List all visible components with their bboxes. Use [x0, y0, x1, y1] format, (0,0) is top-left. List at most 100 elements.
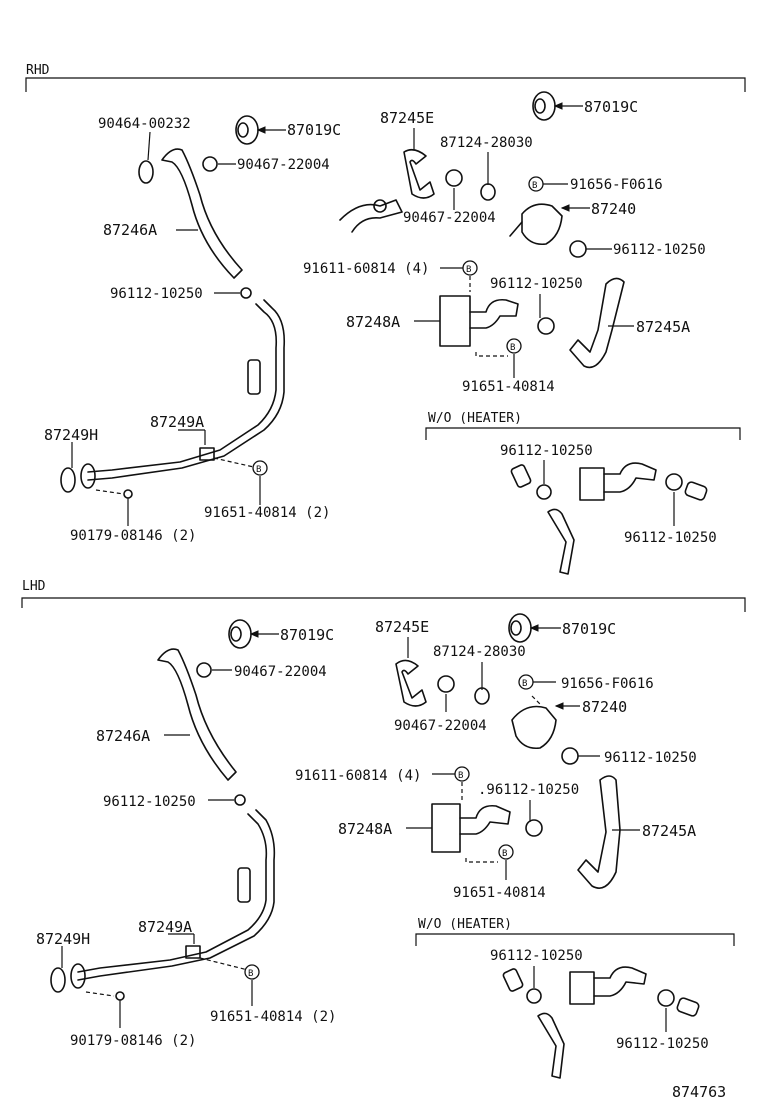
bolt-symbol: B	[502, 849, 507, 859]
lhd-label-87245e: 87245E	[375, 618, 429, 636]
rhd-wo-heater-label: W/O (HEATER)	[428, 411, 522, 426]
rhd-cap-woh-icon	[510, 464, 532, 488]
lhd-flange-woh-icon	[569, 971, 595, 1005]
lhd-wo-heater-bracket	[415, 933, 735, 946]
lhd-hose-87246a-icon	[157, 648, 237, 781]
rhd-clip-90467-right-icon	[445, 169, 463, 187]
lhd-clamp-woh-a-icon	[526, 988, 542, 1004]
lhd-label-87019c-right: 87019C	[562, 620, 616, 638]
lhd-grommet-87019c-right-icon	[508, 613, 532, 643]
lhd-label-91611-60814-4: 91611-60814 (4)	[295, 768, 421, 784]
lhd-hose-87245e-icon	[395, 659, 427, 707]
lhd-clamp-woh-b-icon	[657, 989, 675, 1007]
lhd-left-assembly: 87019C 90467-22004 87246A 96112-10250 87…	[36, 619, 336, 1049]
lhd-bolt-91651-icon	[498, 844, 514, 860]
rhd-label-87124-28030: 87124-28030	[440, 135, 533, 151]
lhd-label-96112-10250-woh-top: 96112-10250	[490, 948, 583, 964]
rhd-clip-90467-icon	[202, 156, 218, 172]
rhd-grommet-87019c-icon	[235, 115, 259, 145]
rhd-bolt-91651-2-icon	[252, 460, 268, 476]
lhd-flange-87248a-icon	[431, 803, 461, 853]
lhd-label-87249a: 87249A	[138, 918, 192, 936]
lhd-nut-90179-icon	[115, 991, 125, 1001]
lhd-clip-90467-icon	[196, 662, 212, 678]
lhd-label-87240: 87240	[582, 698, 627, 716]
lhd-label-96112-10250-left: 96112-10250	[103, 794, 196, 810]
lhd-label-87019c-left: 87019C	[280, 626, 334, 644]
bolt-symbol: B	[522, 679, 527, 689]
rhd-label-90179-08146-2: 90179-08146 (2)	[70, 528, 196, 544]
lhd-label-90467-22004-left: 90467-22004	[234, 664, 327, 680]
rhd-clamp-96112-a-icon	[569, 240, 587, 258]
lhd-clip-87124-icon	[474, 687, 490, 705]
rhd-label-96112-10250-b: 96112-10250	[490, 276, 583, 292]
bolt-symbol: B	[458, 771, 463, 781]
bolt-symbol: B	[256, 465, 261, 475]
rhd-hose-87245a-icon	[569, 277, 625, 369]
bolt-symbol: B	[466, 265, 471, 275]
lhd-section-bracket	[21, 597, 746, 612]
lhd-label-90179-08146-2: 90179-08146 (2)	[70, 1033, 196, 1049]
lhd-label-87245a: 87245A	[642, 822, 696, 840]
lhd-cap-woh-icon	[502, 968, 524, 992]
rhd-label-87019c-right: 87019C	[584, 98, 638, 116]
lhd-hose-87245a-icon	[577, 775, 621, 889]
rhd-valve-87240-icon	[521, 203, 563, 246]
bolt-symbol: B	[532, 181, 537, 191]
rhd-label-91651-40814-2: 91651-40814 (2)	[204, 505, 330, 521]
rhd-wo-heater-section: W/O (HEATER) 96112-10250 96112-10250	[425, 411, 741, 575]
rhd-clamp-96112-b-icon	[537, 317, 555, 335]
rhd-gasket-87249h-icon	[60, 467, 76, 493]
lhd-hose-woh-icon	[537, 1012, 565, 1079]
rhd-pipe-87249a-icon	[87, 303, 278, 473]
rhd-clamp-woh-a-icon	[536, 484, 552, 500]
rhd-wo-heater-bracket	[425, 427, 741, 440]
lhd-label-96112-10250-a: 96112-10250	[604, 750, 697, 766]
bolt-symbol: B	[510, 343, 515, 353]
lhd-clamp-96112-left-icon	[234, 794, 246, 806]
rhd-label-87019c-left: 87019C	[287, 121, 341, 139]
rhd-label-96112-10250-woh-top: 96112-10250	[500, 443, 593, 459]
rhd-flange-87248a-icon	[439, 295, 471, 347]
rhd-flange-woh-icon	[579, 467, 605, 501]
rhd-label-96112-10250-woh-bottom: 96112-10250	[624, 530, 717, 546]
lhd-label-96112-10250-b: .96112-10250	[478, 782, 579, 798]
lhd-bolt-91651-2-icon	[244, 964, 260, 980]
lhd-grommet-87019c-icon	[228, 619, 252, 649]
rhd-section-bracket	[25, 77, 746, 92]
rhd-clamp-96112-left-icon	[240, 287, 252, 299]
rhd-section-label: RHD	[26, 63, 50, 78]
lhd-valve-87240-icon	[511, 705, 557, 750]
lhd-label-87246a: 87246A	[96, 727, 150, 745]
lhd-gasket-87249h-icon	[50, 967, 66, 993]
lhd-cap-woh-b-icon	[676, 997, 700, 1017]
rhd-label-96112-10250-a: 96112-10250	[613, 242, 706, 258]
rhd-section: RHD 90464-00232 87019C 90467-22004 87246…	[25, 63, 746, 575]
lhd-section-label: LHD	[22, 579, 46, 594]
rhd-bolt-91651-icon	[506, 338, 522, 354]
rhd-clamp-90464-icon	[138, 160, 154, 184]
rhd-label-96112-10250-left: 96112-10250	[110, 286, 203, 302]
lhd-label-87248a: 87248A	[338, 820, 392, 838]
lhd-label-91656-f0616: 91656-F0616	[561, 676, 654, 692]
lhd-wo-heater-label: W/O (HEATER)	[418, 917, 512, 932]
lhd-bolt-91611-icon	[454, 766, 470, 782]
rhd-bracket-part-icon	[339, 199, 403, 233]
rhd-label-87240: 87240	[591, 200, 636, 218]
rhd-label-87245e: 87245E	[380, 109, 434, 127]
rhd-label-90467-22004-right: 90467-22004	[403, 210, 496, 226]
rhd-label-87249a: 87249A	[150, 413, 204, 431]
rhd-label-87246a: 87246A	[103, 221, 157, 239]
lhd-clip-90467-right-icon	[437, 675, 455, 693]
rhd-cap-woh-b-icon	[684, 481, 708, 501]
bolt-symbol: B	[248, 969, 253, 979]
lhd-label-91651-40814: 91651-40814	[453, 885, 546, 901]
lhd-clamp-96112-b-icon	[525, 819, 543, 837]
rhd-label-90467-22004-left: 90467-22004	[237, 157, 330, 173]
rhd-hose-87246a-icon	[161, 148, 243, 279]
lhd-pipe-87249a-icon	[77, 813, 268, 973]
rhd-clamp-woh-b-icon	[665, 473, 683, 491]
rhd-nut-90179-icon	[123, 489, 133, 499]
lhd-label-96112-10250-woh-bottom: 96112-10250	[616, 1036, 709, 1052]
